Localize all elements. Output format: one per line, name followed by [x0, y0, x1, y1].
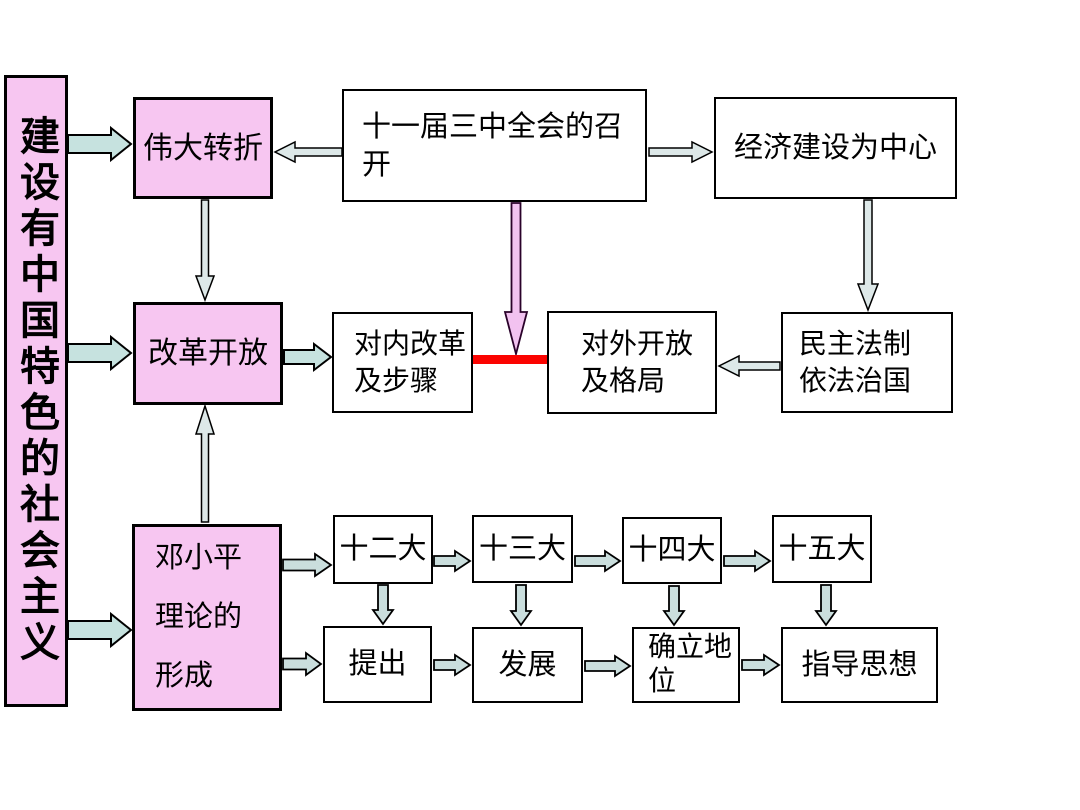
arrow-plenum-to-great-turning-icon [273, 140, 343, 164]
arrow-title-to-deng-theory-icon [67, 611, 133, 649]
arrow-congress-14-to-established-icon [662, 585, 686, 627]
node-congress-14: 十四大 [622, 517, 722, 584]
node-great-turning: 伟大转折 [133, 97, 273, 199]
arrow-deng-theory-to-congress-12-icon [282, 552, 333, 578]
arrow-title-to-reform-opening-icon [67, 334, 133, 372]
arrow-congress-13-to-developed-icon [509, 584, 533, 627]
arrow-congress-12-to-13-icon [433, 549, 472, 573]
arrow-deng-theory-to-proposed-icon [282, 651, 323, 677]
arrow-proposed-to-developed-icon [433, 653, 472, 677]
node-deng-theory: 邓小平 理论的 形成 [132, 524, 282, 711]
arrow-congress-14-to-15-icon [723, 549, 772, 573]
main-title: 建设有中国特色的社会主义 [14, 115, 59, 667]
node-congress-12: 十二大 [333, 515, 433, 584]
arrow-congress-12-to-proposed-icon [371, 584, 395, 626]
node-established: 确立地 位 [632, 627, 740, 703]
arrow-reform-opening-to-internal-reform-icon [283, 341, 333, 373]
arrow-plenum-to-economic-center-icon [648, 140, 714, 164]
node-congress-15: 十五大 [772, 515, 872, 583]
arrow-congress-13-to-14-icon [574, 549, 622, 573]
arrow-developed-to-established-icon [584, 654, 632, 678]
node-congress-13: 十三大 [472, 515, 573, 583]
arrow-congress-15-to-guiding-icon [814, 584, 838, 627]
node-democracy-law: 民主法制 依法治国 [781, 312, 953, 413]
main-title-box: 建设有中国特色的社会主义 [4, 75, 68, 707]
arrow-great-turning-to-reform-opening-icon [194, 199, 216, 303]
arrow-economic-center-to-democracy-law-icon [856, 199, 880, 313]
node-proposed: 提出 [323, 626, 432, 703]
arrow-title-to-great-turning-icon [67, 125, 133, 163]
node-reform-opening: 改革开放 [133, 302, 283, 405]
node-developed: 发展 [472, 627, 583, 703]
arrow-deng-theory-to-reform-opening-icon [194, 403, 216, 523]
arrow-plenum-to-red-connector-icon [503, 202, 529, 358]
arrow-democracy-law-to-external-opening-icon [717, 354, 781, 378]
node-guiding-ideology: 指导思想 [781, 627, 938, 703]
node-third-plenum: 十一届三中全会的召 开 [342, 89, 647, 202]
node-internal-reform: 对内改革 及步骤 [332, 312, 473, 413]
node-economic-center: 经济建设为中心 [714, 97, 957, 199]
red-connector-bar [473, 355, 547, 364]
arrow-established-to-guiding-icon [741, 653, 781, 677]
node-external-opening: 对外开放 及格局 [547, 311, 717, 414]
